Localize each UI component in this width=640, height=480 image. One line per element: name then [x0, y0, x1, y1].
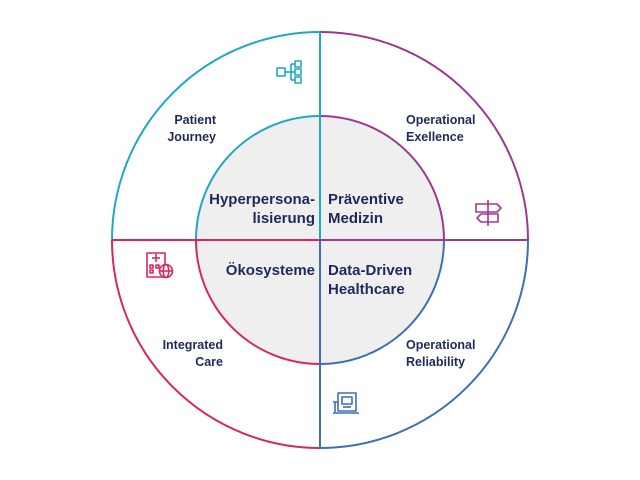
label-operational-excellence: Operational Exellence [406, 112, 496, 146]
label-hyperpersonalisierung: Hyperpersona- lisierung [196, 190, 315, 228]
label-line: Journey [167, 130, 216, 144]
label-line: Hyperpersona- [209, 191, 315, 208]
label-line: lisierung [252, 210, 315, 227]
label-line: Integrated [162, 338, 223, 352]
label-oekosysteme: Ökosysteme [200, 261, 315, 280]
label-line: Operational [406, 113, 476, 127]
outer-arc-top-right [319, 31, 529, 241]
label-line: Data-Driven [328, 262, 413, 279]
label-line: Ökosysteme [225, 262, 315, 279]
hospital-globe-icon [146, 252, 174, 279]
network-hierarchy-icon [276, 60, 302, 84]
inner-arc-bottom-right [319, 239, 445, 365]
label-line: Medizin [328, 210, 383, 227]
label-integrated-care: Integrated Care [140, 337, 223, 371]
outer-arc-bottom-right [319, 239, 529, 449]
label-data-driven-healthcare: Data-Driven Healthcare [328, 261, 438, 299]
label-line: Reliability [406, 355, 466, 369]
label-line: Präventive [328, 191, 404, 208]
label-praeventive-medizin: Präventive Medizin [328, 190, 438, 228]
label-line: Care [195, 355, 223, 369]
label-line: Healthcare [328, 281, 405, 298]
inner-arc-bottom-left [195, 239, 321, 365]
label-line: Patient [174, 113, 216, 127]
outer-arc-bottom-left [111, 239, 321, 449]
inner-arc-top-right [319, 115, 445, 241]
outer-arc-top-left [111, 31, 321, 241]
label-patient-journey: Patient Journey [150, 112, 216, 146]
label-line: Operational [406, 338, 476, 352]
signpost-icon [475, 200, 502, 226]
medical-monitor-icon [333, 392, 359, 414]
inner-arc-top-left [195, 115, 321, 241]
label-line: Exellence [406, 130, 464, 144]
label-operational-reliability: Operational Reliability [406, 337, 496, 371]
